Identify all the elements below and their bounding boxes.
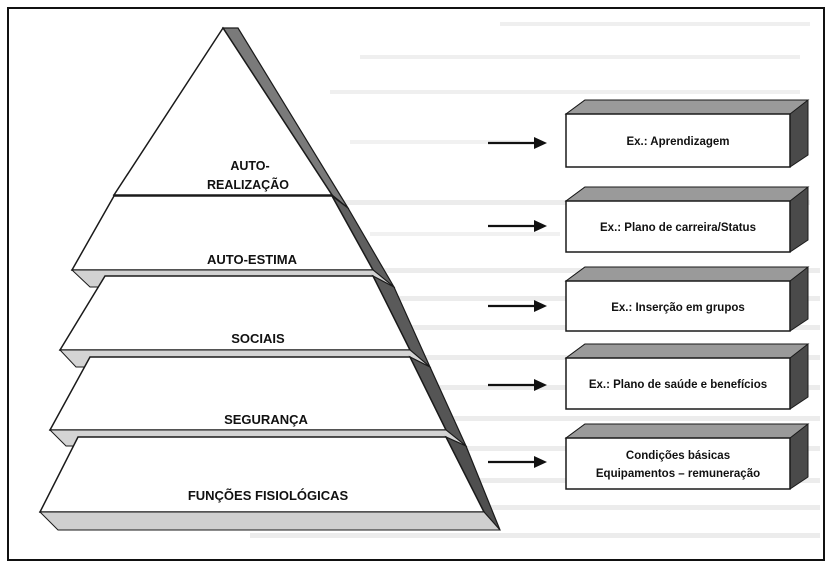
level-label-self-realization-line2: REALIZAÇÃO [207, 177, 289, 192]
example-box-basic-conditions: Condições básicas Equipamentos – remuner… [564, 423, 810, 490]
example-box-groups: Ex.: Inserção em grupos [564, 266, 810, 332]
level-label-safety: SEGURANÇA [224, 412, 308, 427]
pyramid-level-physiological [38, 435, 502, 531]
example-text-learning: Ex.: Aprendizagem [626, 136, 729, 148]
example-box-career: Ex.: Plano de carreira/Status [564, 186, 810, 253]
pyramid-level-safety [48, 355, 468, 447]
arrow-4 [488, 379, 547, 391]
pyramid-level-self-esteem [70, 195, 396, 288]
example-text-health: Ex.: Plano de saúde e benefícios [589, 379, 767, 391]
example-text-basic-conditions-line1: Condições básicas [626, 450, 730, 462]
arrow-5 [488, 456, 547, 468]
example-boxes: Ex.: Aprendizagem Ex.: Plano de carreira… [564, 99, 810, 490]
arrow-2 [488, 220, 547, 232]
figure-frame [7, 7, 825, 561]
example-text-basic-conditions-line2: Equipamentos – remuneração [596, 468, 760, 480]
arrow-3 [488, 300, 547, 312]
level-label-social: SOCIAIS [231, 331, 285, 346]
example-box-health: Ex.: Plano de saúde e benefícios [564, 343, 810, 410]
level-label-self-esteem: AUTO-ESTIMA [207, 252, 298, 267]
pyramid-level-social [58, 274, 432, 368]
example-text-career: Ex.: Plano de carreira/Status [600, 222, 756, 234]
arrows [488, 137, 547, 468]
background-scan-text [250, 22, 820, 538]
pyramid: AUTO- REALIZAÇÃO AUTO-ESTIMA SOCIAIS SEG… [38, 26, 502, 531]
level-label-self-realization-line1: AUTO- [230, 159, 269, 173]
arrow-1 [488, 137, 547, 149]
level-label-physiological: FUNÇÕES FISIOLÓGICAS [188, 488, 349, 503]
example-text-groups: Ex.: Inserção em grupos [611, 302, 745, 314]
example-box-learning: Ex.: Aprendizagem [564, 99, 810, 168]
